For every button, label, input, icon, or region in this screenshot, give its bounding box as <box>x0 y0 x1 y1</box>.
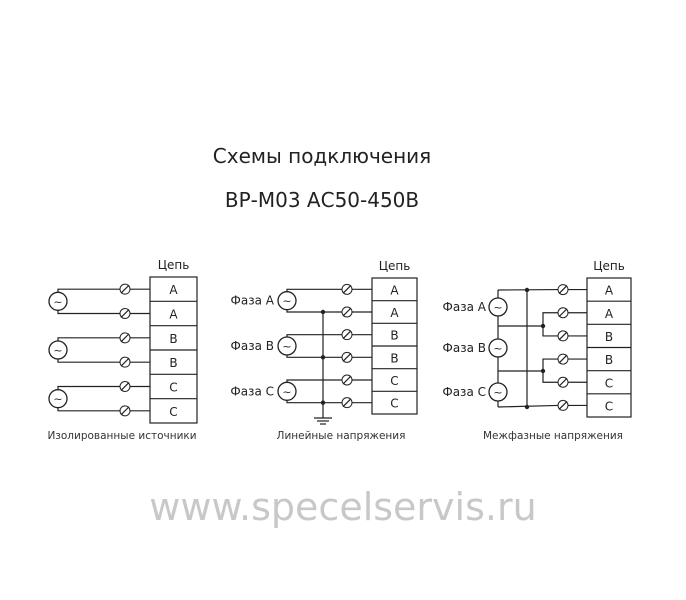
cell-label-a: A <box>390 306 399 320</box>
block-header: Цепь <box>158 258 190 272</box>
wire <box>342 398 352 408</box>
cell-label-c: C <box>390 374 398 388</box>
wire <box>558 308 568 318</box>
cell-label-b: B <box>390 351 398 365</box>
cell-label-a: A <box>390 283 399 297</box>
wire <box>286 355 342 358</box>
ac-source-icon <box>488 338 508 358</box>
ac-source-icon <box>277 336 297 356</box>
watermark: www.specelservis.ru <box>149 485 536 529</box>
caption: Линейные напряжения <box>277 430 406 442</box>
wire <box>286 379 342 383</box>
cell-label-a: A <box>169 308 178 322</box>
phase-label: Фаза C <box>230 384 274 398</box>
cell-label-b: B <box>605 330 613 344</box>
wire <box>120 382 130 391</box>
ac-source-icon <box>48 291 68 311</box>
cell-label-a: A <box>169 283 178 297</box>
title-line-1: Схемы подключения <box>213 144 431 168</box>
phase-label: Фаза A <box>443 300 487 314</box>
ac-source-symbol: ~ <box>53 344 62 357</box>
junction-dot <box>540 368 546 374</box>
wire <box>286 288 342 292</box>
caption: Межфазные напряжения <box>483 430 623 442</box>
cell-label-b: B <box>169 356 177 370</box>
caption: Изолированные источники <box>47 430 196 442</box>
wire <box>558 331 568 341</box>
wire <box>558 400 568 410</box>
junction-dot <box>524 404 530 410</box>
title-line-2: ВР-М03 АС50-450В <box>225 188 419 212</box>
wire <box>120 284 130 294</box>
wire <box>342 284 352 294</box>
ac-source-icon <box>488 297 508 317</box>
ac-source-symbol: ~ <box>493 342 502 355</box>
junction-dot <box>540 323 546 329</box>
wire <box>342 307 352 317</box>
wire <box>286 334 342 337</box>
wire <box>57 359 120 363</box>
cell-label-b: B <box>169 332 177 346</box>
ac-source-icon <box>48 389 68 409</box>
ac-source-icon <box>48 340 68 360</box>
phase-label: Фаза C <box>442 385 486 399</box>
cell-label-c: C <box>169 381 177 395</box>
junction-dot <box>524 287 530 293</box>
phase-label: Фаза B <box>231 339 274 353</box>
wire <box>542 358 558 383</box>
cell-label-a: A <box>605 284 614 298</box>
wire <box>57 337 120 341</box>
ac-source-icon <box>277 381 297 401</box>
wire <box>120 333 130 343</box>
wire <box>57 310 120 315</box>
block-header: Цепь <box>593 259 625 273</box>
wire <box>342 330 352 340</box>
cell-label-c: C <box>605 376 613 390</box>
wire <box>120 309 130 318</box>
ac-source-icon <box>488 382 508 402</box>
wire <box>120 357 130 367</box>
wire <box>286 309 342 313</box>
wire <box>57 288 120 293</box>
ac-source-icon <box>277 291 297 311</box>
cell-label-c: C <box>390 397 398 411</box>
cell-label-b: B <box>605 353 613 367</box>
wire <box>57 407 120 412</box>
wire <box>542 312 558 337</box>
ac-source-symbol: ~ <box>53 393 62 406</box>
ac-source-symbol: ~ <box>282 385 291 398</box>
wire <box>342 352 352 362</box>
wire <box>57 385 120 390</box>
phase-label: Фаза A <box>231 294 275 308</box>
wire <box>120 406 130 416</box>
cell-label-c: C <box>605 399 613 413</box>
cell-label-b: B <box>390 329 398 343</box>
wire <box>558 354 568 364</box>
wire <box>286 400 342 404</box>
wire <box>558 285 568 295</box>
cell-label-a: A <box>605 307 614 321</box>
block-header: Цепь <box>379 259 411 273</box>
phase-label: Фаза B <box>443 341 486 355</box>
ac-source-symbol: ~ <box>282 340 291 353</box>
ac-source-symbol: ~ <box>493 386 502 399</box>
ac-source-symbol: ~ <box>282 295 291 308</box>
wire <box>342 375 352 385</box>
ac-source-symbol: ~ <box>493 301 502 314</box>
ac-source-symbol: ~ <box>53 295 62 308</box>
wire <box>558 377 568 387</box>
cell-label-c: C <box>169 405 177 419</box>
